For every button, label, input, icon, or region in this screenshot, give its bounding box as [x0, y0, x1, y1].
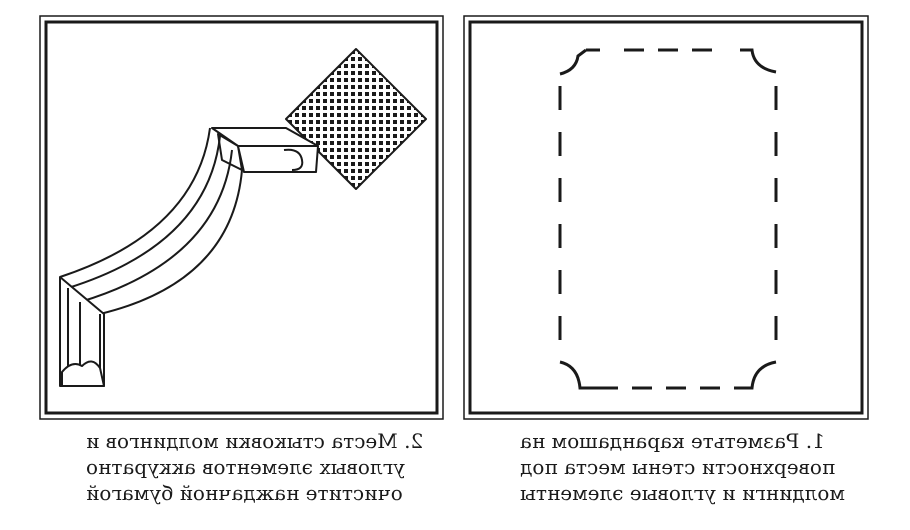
corner-mark-bottom-left	[559, 360, 600, 390]
molding-illustration	[59, 48, 427, 387]
caption-left: 2. Места стыковки молдингов и угловых эл…	[86, 428, 446, 506]
caption-right-line-1: 1. Разметьте карандашом на	[520, 429, 825, 453]
corner-mark-bottom-right	[740, 360, 777, 390]
caption-left-line-2: угловых элементов аккуратно	[86, 455, 405, 479]
caption-left-line-3: очистите наждачной бумагой	[86, 481, 403, 505]
corner-mark-top-left	[559, 48, 600, 76]
corner-element	[285, 48, 427, 190]
pencil-layout	[558, 48, 778, 390]
caption-right: 1. Разметьте карандашом на поверхности с…	[520, 428, 870, 506]
caption-right-line-3: молдинги и угловые элементы	[520, 481, 845, 505]
caption-left-line-1: 2. Места стыковки молдингов и	[86, 429, 424, 453]
caption-right-line-2: поверхности стены места под	[520, 455, 836, 479]
arch-mid1	[67, 135, 221, 289]
arch-inner	[99, 169, 243, 315]
left-panel-frame	[39, 15, 444, 420]
molding-profile-bottom	[61, 360, 105, 387]
arch-outer	[59, 127, 211, 278]
right-panel-frame	[463, 15, 869, 420]
corner-mark-top-right	[740, 48, 777, 74]
arch-mid2	[79, 149, 233, 303]
molding-profile-top	[237, 145, 319, 173]
